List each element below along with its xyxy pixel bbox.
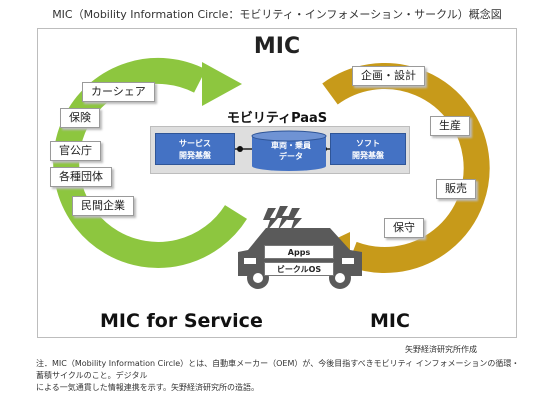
label-production: 生産: [430, 116, 470, 136]
wireless-signal-icon: [263, 206, 302, 232]
service-box-line-1: サービス: [179, 139, 211, 148]
label-sales: 販売: [436, 179, 476, 199]
software-box-line-2: 開発基盤: [352, 151, 384, 160]
connector-dot-icon: [237, 146, 243, 152]
diagram-frame: [37, 28, 517, 338]
green-cycle-ring: [53, 58, 247, 268]
db-line-2: データ: [279, 152, 303, 161]
footnote-line-1: 注．MIC（Mobility Information Circle）とは、自動車…: [36, 359, 520, 380]
software-platform-box: ソフト 開発基盤: [330, 133, 406, 165]
footnote: 注．MIC（Mobility Information Circle）とは、自動車…: [36, 358, 526, 394]
label-private-companies: 民間企業: [72, 196, 134, 216]
caption-mic: MIC: [370, 310, 410, 332]
source-credit: 矢野経済研究所作成: [405, 345, 477, 354]
label-government: 官公庁: [50, 141, 101, 161]
green-arrow-head-icon: [202, 62, 242, 106]
vehicle-os-label: ビークルOS: [264, 262, 334, 276]
software-box-line-1: ソフト: [356, 139, 380, 148]
database-icon: [251, 130, 327, 171]
caption-mic-for-service: MIC for Service: [100, 310, 263, 332]
label-insurance: 保険: [60, 108, 100, 128]
page-title: MIC（Mobility Information Circle：モビリティ・イン…: [52, 8, 502, 21]
label-organizations: 各種団体: [50, 167, 112, 187]
db-line-1: 車両・乗員: [271, 141, 311, 150]
label-planning-design: 企画・設計: [352, 66, 425, 86]
service-platform-box: サービス 開発基盤: [155, 133, 235, 165]
apps-label: Apps: [264, 245, 334, 259]
vehicle-data-label: 車両・乗員 データ: [255, 140, 327, 162]
paas-title: モビリティPaaS: [226, 111, 328, 126]
service-box-line-2: 開発基盤: [179, 151, 211, 160]
label-car-share: カーシェア: [82, 82, 155, 102]
label-maintenance: 保守: [384, 218, 424, 238]
footnote-line-2: による一気通貫した情報連携を示す。矢野経済研究所の造語。: [36, 383, 259, 392]
diagram-title: MIC: [253, 34, 301, 59]
